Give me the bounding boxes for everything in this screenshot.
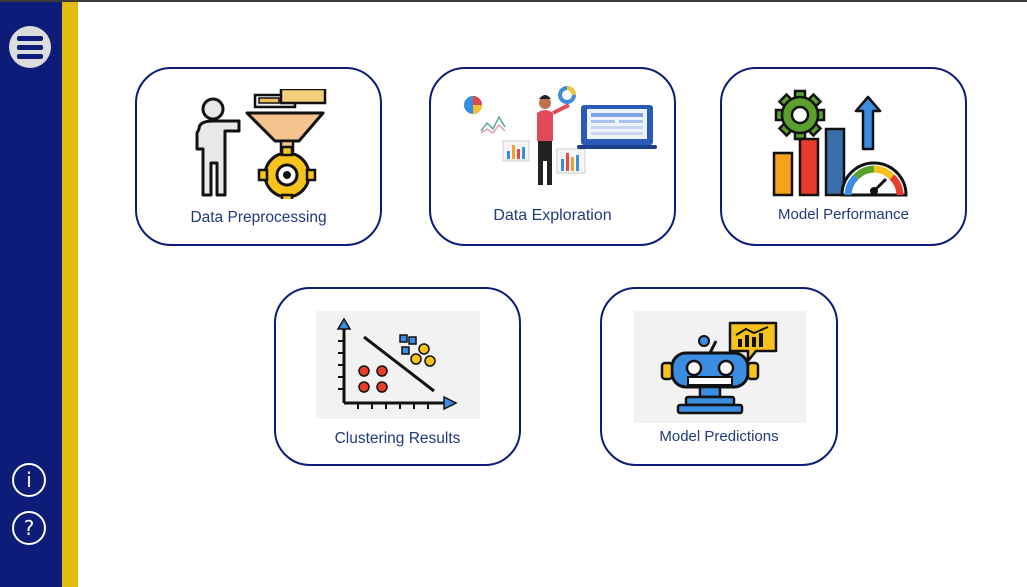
card-data-preprocessing[interactable]: Data Preprocessing bbox=[135, 67, 382, 246]
menu-line bbox=[17, 54, 43, 59]
info-icon[interactable]: i bbox=[12, 463, 46, 497]
card-label: Data Exploration bbox=[493, 207, 612, 224]
robot-prediction-icon bbox=[660, 321, 778, 415]
data-exploration-illustration bbox=[464, 86, 657, 185]
top-border bbox=[0, 0, 1027, 2]
preprocessing-funnel-gear-icon bbox=[195, 89, 327, 199]
sidebar: i ? bbox=[0, 2, 62, 587]
card-label: Model Performance bbox=[778, 206, 909, 223]
card-model-predictions[interactable]: Model Predictions bbox=[600, 287, 838, 466]
card-label: Clustering Results bbox=[334, 430, 461, 447]
menu-line bbox=[17, 36, 43, 41]
performance-chart-gauge-icon bbox=[772, 89, 908, 197]
card-clustering-results[interactable]: Clustering Results bbox=[274, 287, 521, 466]
card-model-performance[interactable]: Model Performance bbox=[720, 67, 967, 246]
card-label: Data Preprocessing bbox=[190, 209, 327, 226]
sidebar-accent-strip bbox=[62, 2, 78, 587]
cluster-scatter-icon bbox=[336, 317, 458, 411]
help-icon[interactable]: ? bbox=[12, 511, 46, 545]
card-data-exploration[interactable]: Data Exploration bbox=[429, 67, 676, 246]
card-label: Model Predictions bbox=[659, 428, 779, 445]
hamburger-menu-icon[interactable] bbox=[9, 26, 51, 68]
menu-line bbox=[17, 45, 43, 50]
